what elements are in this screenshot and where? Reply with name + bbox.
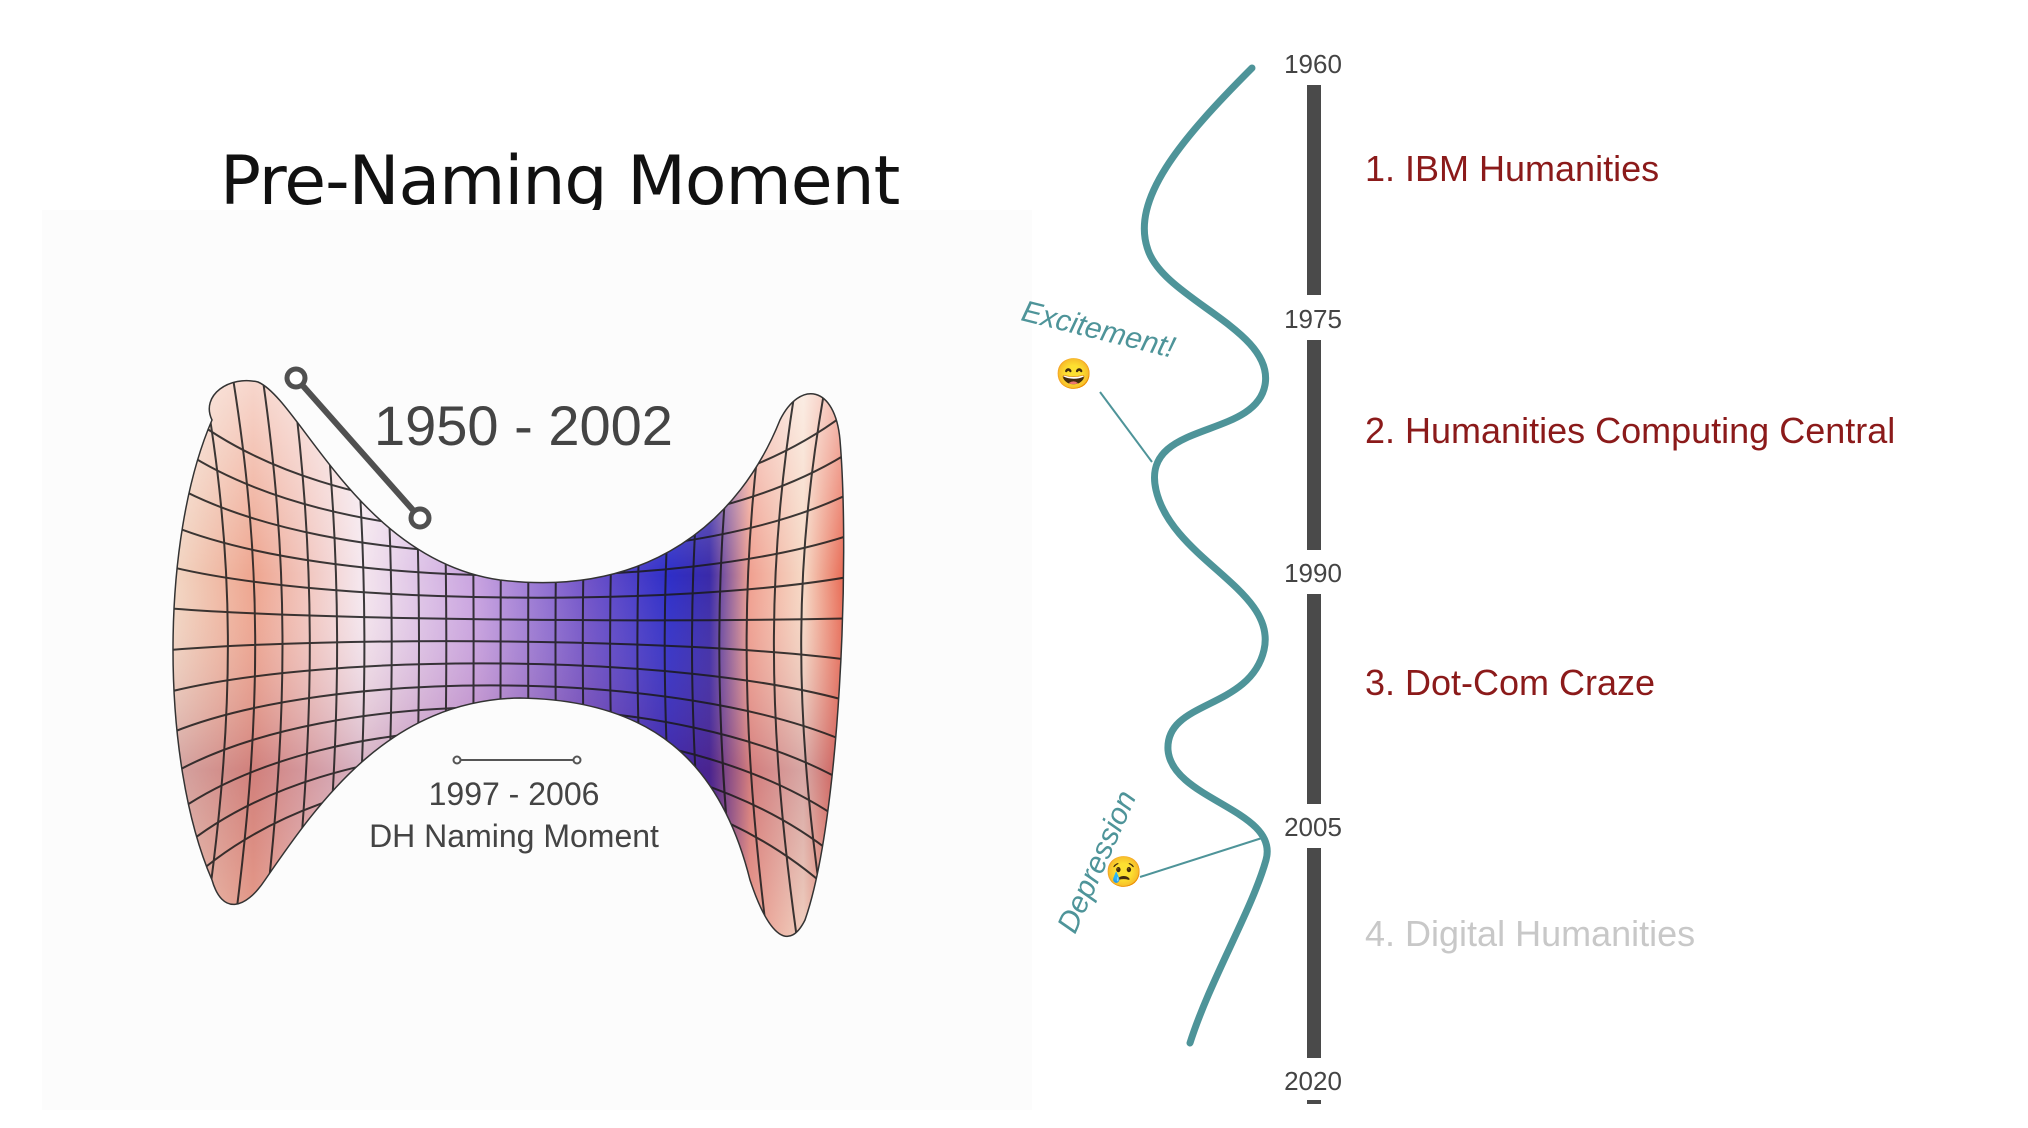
era-bar-2 (1307, 340, 1321, 550)
era-label-4: 4. Digital Humanities (1365, 913, 1695, 954)
sub-caption-label: DH Naming Moment (369, 818, 659, 854)
range-main-label: 1950 - 2002 (374, 394, 673, 457)
excitement-emoji: 😄 (1055, 357, 1092, 391)
sub-range-marker (452, 755, 582, 765)
mesh-line (229, 380, 257, 937)
era-label-2: 2. Humanities Computing Central (1365, 410, 1895, 451)
depression-emoji: 😢 (1105, 855, 1142, 889)
page-title: Pre-Naming Moment (220, 142, 900, 221)
mesh-line (173, 607, 844, 622)
era-bar-3 (1307, 594, 1321, 804)
sentiment-curve (1140, 64, 1271, 1047)
mesh-line (199, 380, 229, 937)
year-label: 1960 (1284, 49, 1342, 79)
depression-leader (1139, 837, 1263, 878)
era-bar-1 (1307, 85, 1321, 295)
mesh-line (800, 380, 831, 937)
timeline: 1960 1975 1990 2005 2020 1. IBM Humaniti… (1018, 49, 1895, 1104)
mesh-line (173, 684, 844, 745)
sub-range-label: 1997 - 2006 (429, 776, 600, 812)
range-pointer (284, 366, 432, 530)
year-label: 2020 (1284, 1066, 1342, 1096)
excitement-leader (1099, 391, 1153, 463)
era-bar-tail (1307, 1100, 1321, 1104)
excitement-label: Excitement! (1018, 295, 1179, 365)
year-label: 2005 (1284, 812, 1342, 842)
mesh-line (173, 565, 844, 599)
mesh-line (259, 380, 284, 937)
mesh-line (173, 640, 844, 661)
era-label-3: 3. Dot-Com Craze (1365, 662, 1655, 703)
mesh-line (173, 662, 844, 703)
year-label: 1990 (1284, 558, 1342, 588)
era-bar-4 (1307, 848, 1321, 1058)
year-label: 1975 (1284, 304, 1342, 334)
hyperboloid-surface (172, 379, 845, 938)
mesh-line (772, 380, 801, 937)
era-label-1: 1. IBM Humanities (1365, 148, 1659, 189)
